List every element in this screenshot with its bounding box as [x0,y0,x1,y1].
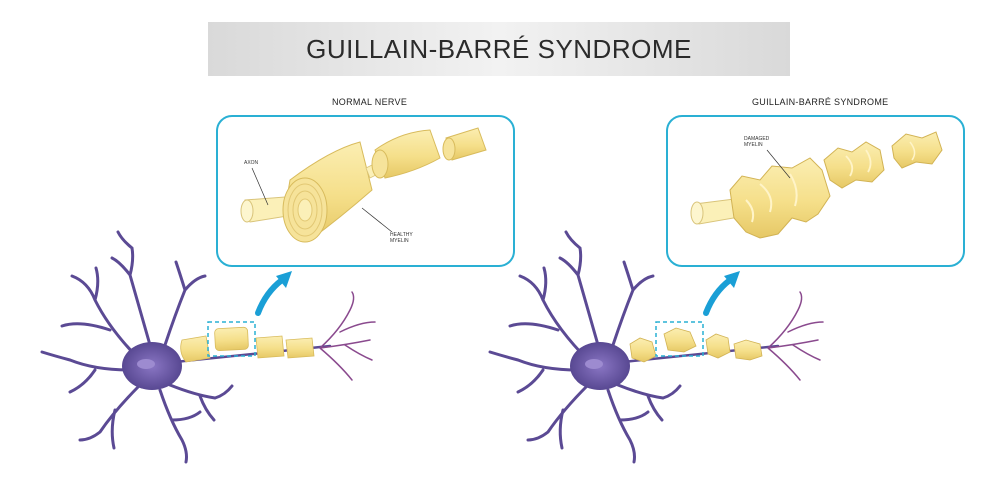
page-title: GUILLAIN-BARRÉ SYNDROME [306,33,692,64]
damaged-myelin-label-line1: DAMAGED [744,136,770,142]
zoom-box-normal [207,321,256,357]
neuron-gbs [488,230,824,464]
zoom-arrow-gbs [703,271,740,316]
damaged-myelin-label-line2: MYELIN [744,142,763,148]
myelin-sheath-normal [180,326,315,363]
healthy-myelin-label-line2: MYELIN [390,238,409,244]
nucleus-gbs [585,359,603,369]
title-band: GUILLAIN-BARRÉ SYNDROME [208,22,790,76]
gbs-heading: GUILLAIN-BARRÉ SYNDROME [752,97,889,107]
normal-nerve-heading: NORMAL NERVE [332,97,408,107]
damaged-nerve-illustration [690,131,943,239]
myelin-sheath-damaged [629,327,763,363]
normal-nerve-illustration [240,127,487,243]
nucleus-normal [137,359,155,369]
axon-label: AXON [244,160,259,166]
healthy-myelin-label-line1: HEALTHY [390,232,413,238]
zoom-box-gbs [655,321,704,357]
zoom-arrow-normal [255,271,292,316]
neuron-normal [40,230,376,464]
